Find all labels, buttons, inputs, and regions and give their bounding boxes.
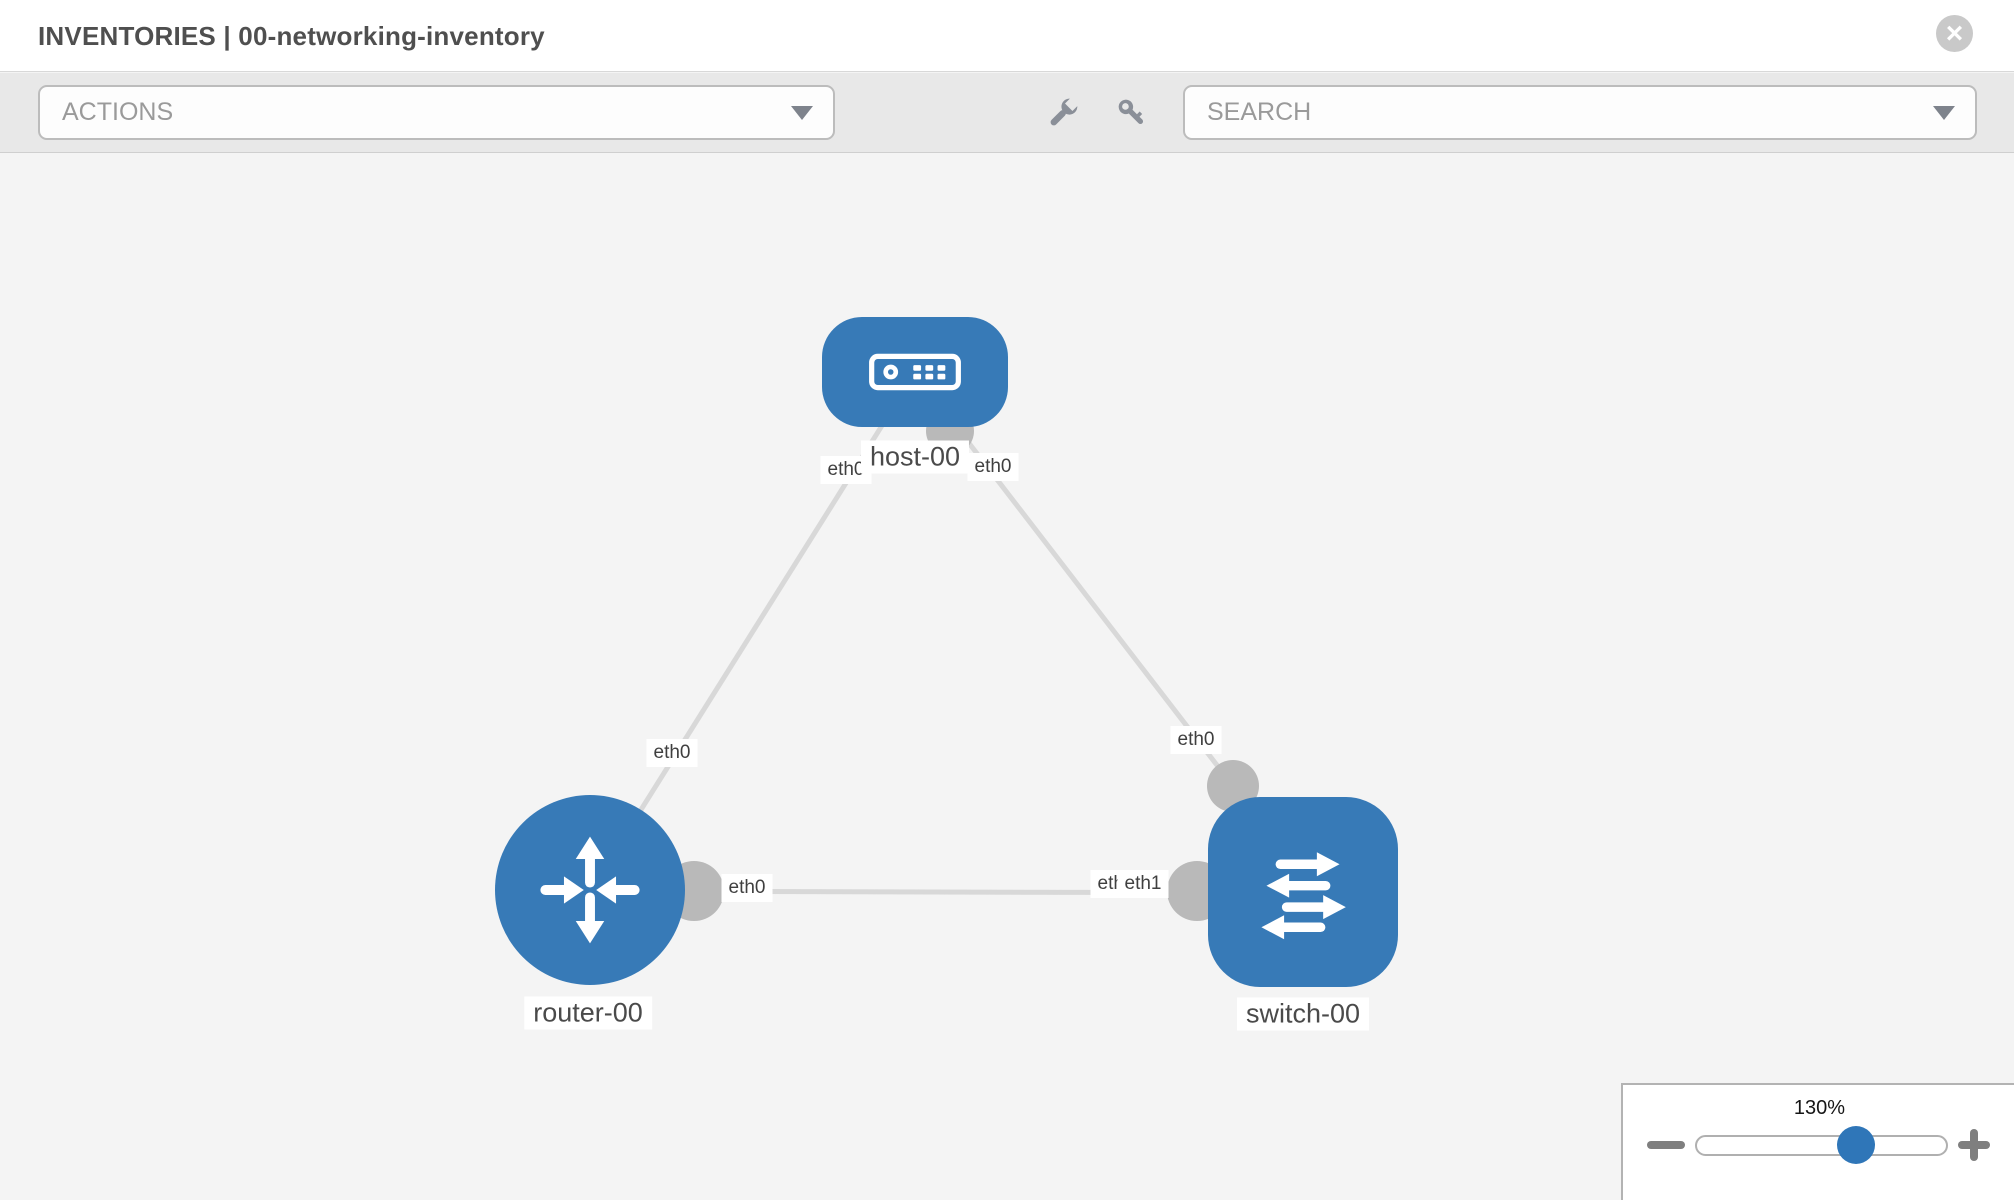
zoom-panel: 130% xyxy=(1621,1083,2014,1200)
actions-dropdown-label: ACTIONS xyxy=(62,98,174,126)
node-label-router-00: router-00 xyxy=(524,996,652,1030)
zoom-slider[interactable] xyxy=(1695,1126,1948,1164)
chevron-down-icon xyxy=(791,105,813,120)
actions-dropdown[interactable]: ACTIONS xyxy=(38,85,835,140)
close-icon[interactable]: × xyxy=(1936,15,1973,52)
search-dropdown-label: SEARCH xyxy=(1207,98,1312,126)
zoom-in-button[interactable] xyxy=(1958,1129,1990,1161)
switch-icon xyxy=(1261,852,1346,940)
interface-label: eth1 xyxy=(1117,870,1169,898)
interface-label: eth0 xyxy=(1170,726,1222,754)
router-icon xyxy=(540,836,640,944)
node-label-host-00: host-00 xyxy=(860,440,970,474)
chevron-down-icon xyxy=(1933,105,1955,120)
page-header: INVENTORIES | 00-networking-inventory × xyxy=(0,0,2014,72)
node-label-switch-00: switch-00 xyxy=(1236,997,1370,1031)
interface-label: eth0 xyxy=(721,874,773,902)
wrench-icon[interactable] xyxy=(1045,95,1081,131)
key-icon[interactable] xyxy=(1115,96,1149,130)
zoom-out-button[interactable] xyxy=(1647,1141,1685,1149)
toolbar: ACTIONS SEARCH xyxy=(0,73,2014,153)
interface-label: eth0 xyxy=(646,739,698,767)
page-title: INVENTORIES | 00-networking-inventory xyxy=(38,21,545,51)
links-layer xyxy=(587,371,1304,921)
interface-label: eth0 xyxy=(967,453,1019,481)
search-dropdown[interactable]: SEARCH xyxy=(1183,85,1977,140)
node-host-00[interactable] xyxy=(822,317,1008,427)
node-router-00[interactable] xyxy=(495,795,685,985)
zoom-level-value: 130% xyxy=(1793,1097,1846,1119)
topology-canvas[interactable]: eth0 eth0 eth0 eth0 eth0 eth0 eth1 host-… xyxy=(0,154,2014,1200)
node-switch-00[interactable] xyxy=(1208,797,1398,987)
host-icon xyxy=(869,353,961,391)
zoom-slider-thumb[interactable] xyxy=(1837,1126,1876,1164)
